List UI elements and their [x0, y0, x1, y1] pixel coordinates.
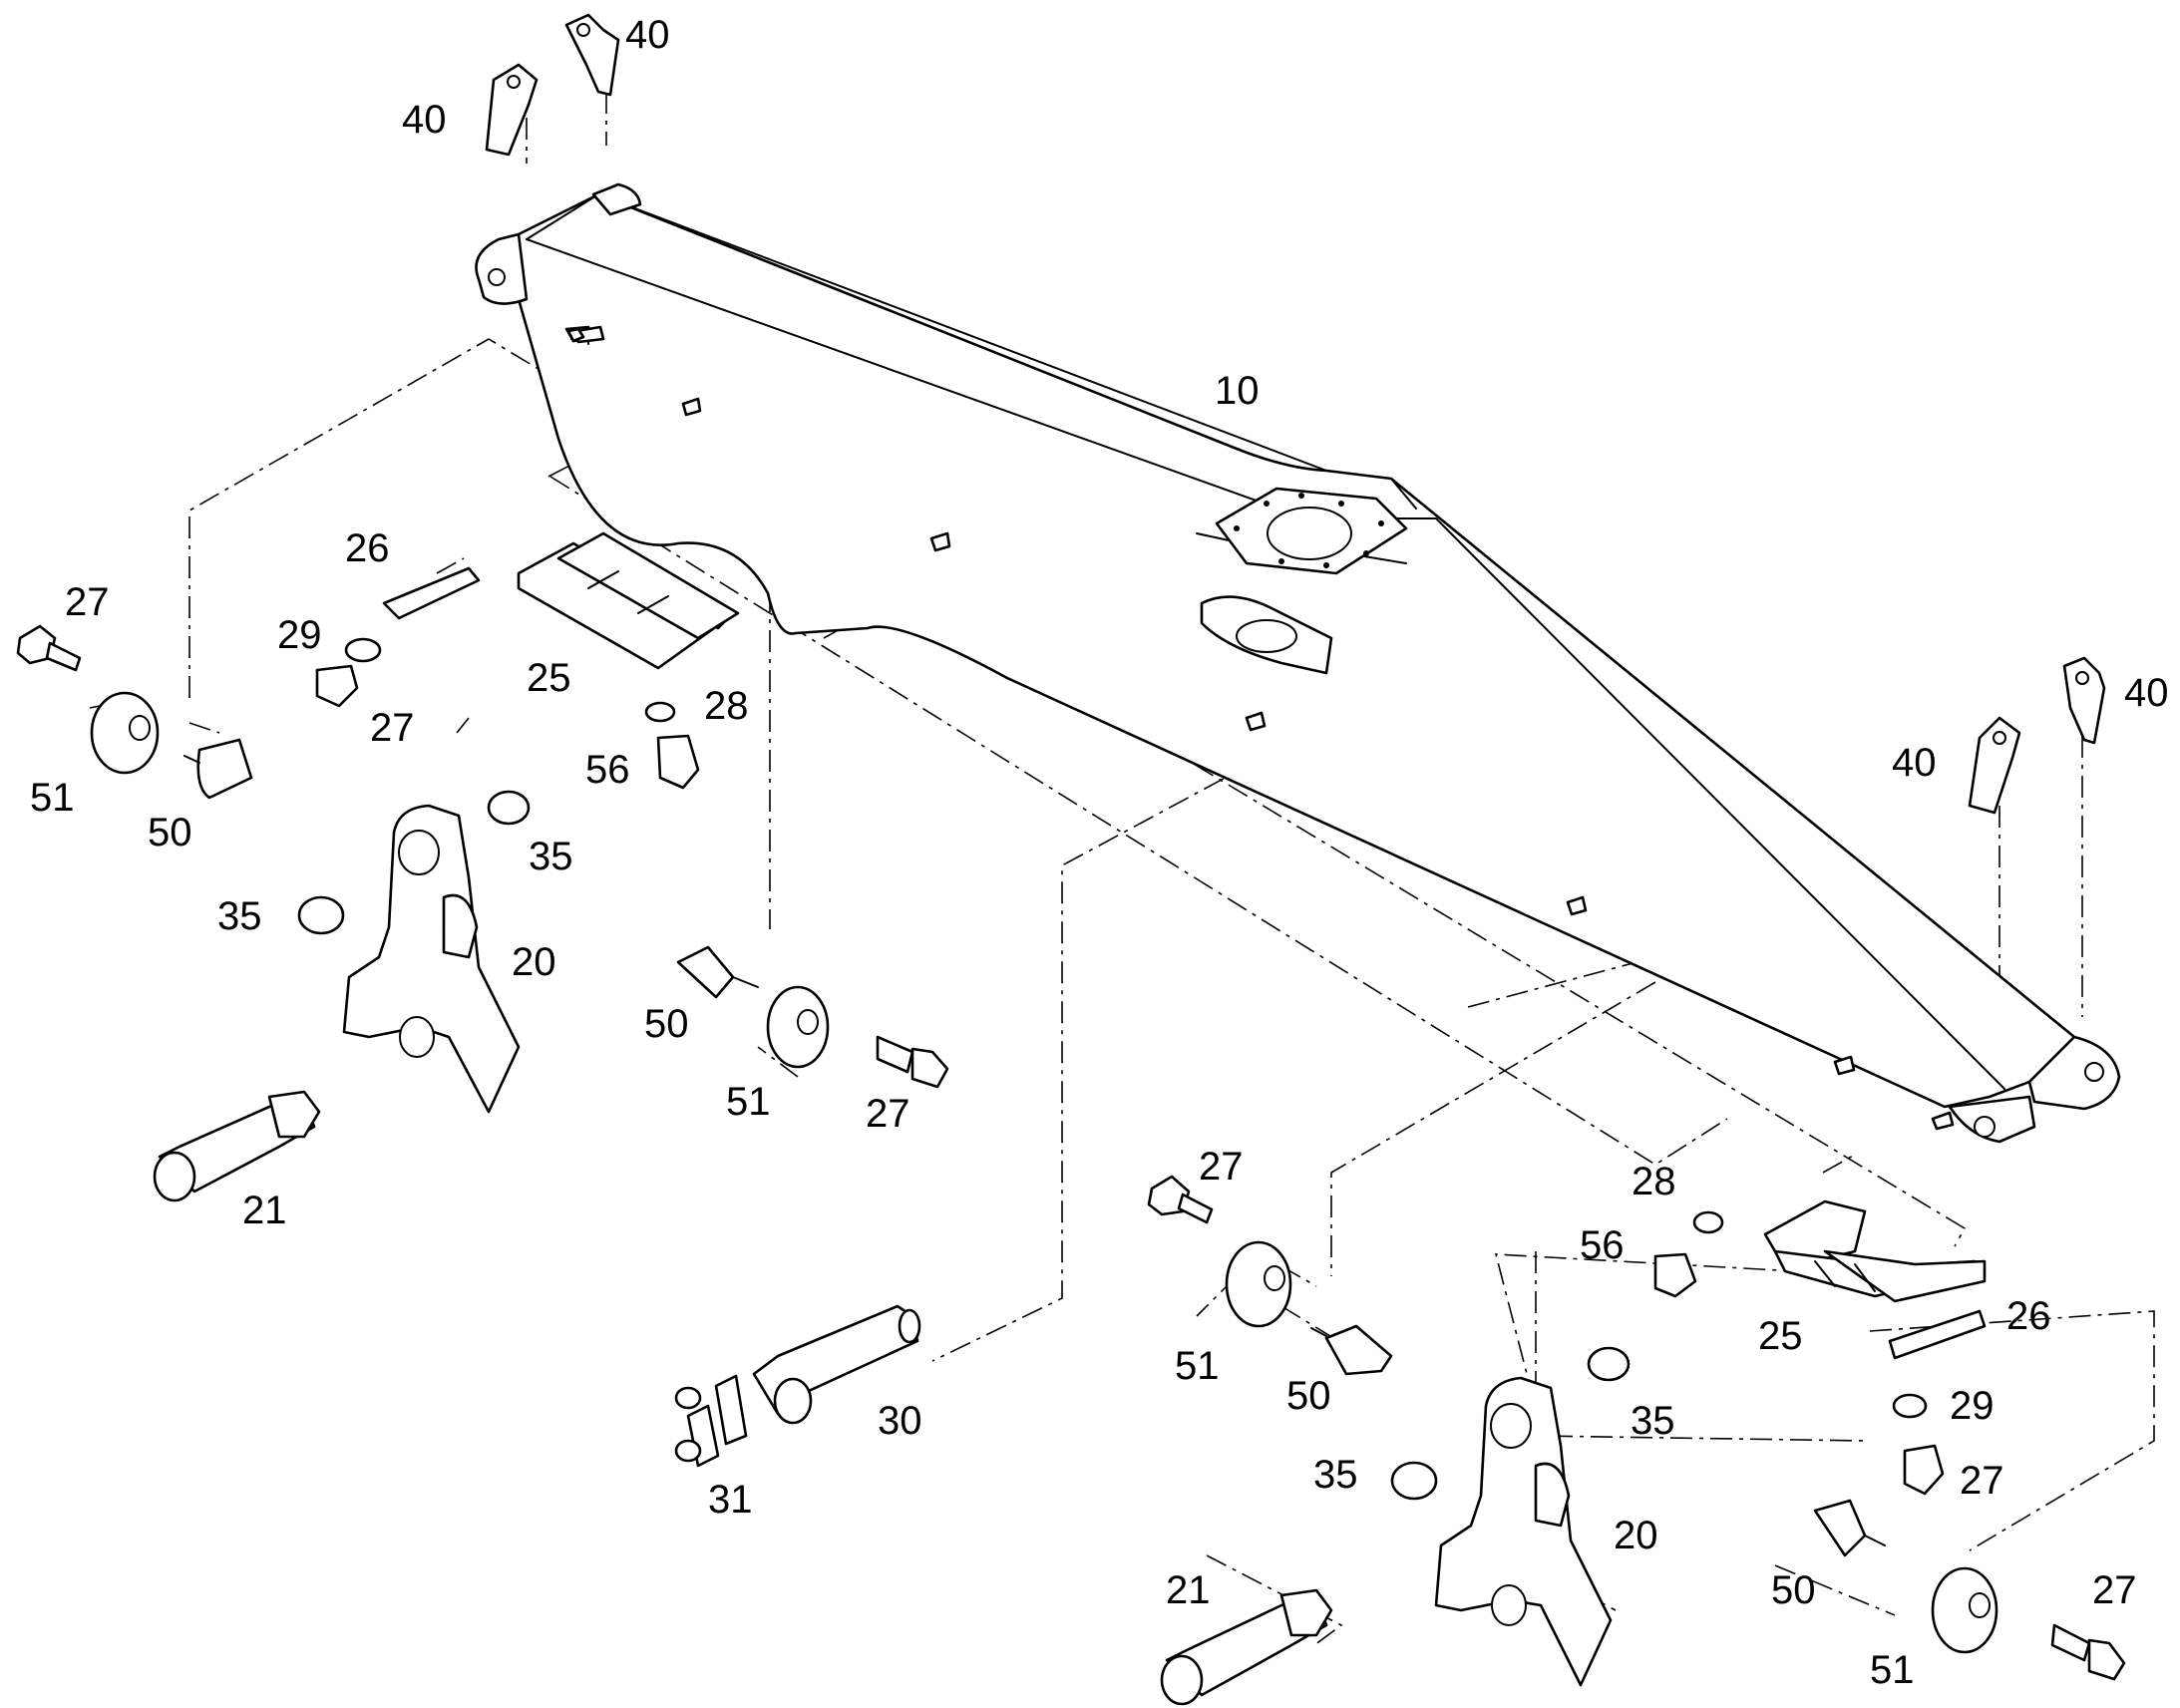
left-assembly-parts	[16, 531, 949, 1202]
callout-40: 40	[1892, 741, 1937, 785]
callout-51: 51	[726, 1080, 771, 1124]
callout-50: 50	[1771, 1568, 1816, 1612]
callout-28: 28	[1632, 1160, 1676, 1203]
callout-31: 31	[708, 1478, 753, 1522]
callout-25: 25	[1758, 1314, 1803, 1358]
callout-27: 27	[2092, 1568, 2137, 1612]
right-assembly-parts	[674, 1175, 2126, 1706]
callout-56: 56	[585, 748, 630, 792]
callout-35: 35	[217, 894, 262, 938]
callout-56: 56	[1580, 1223, 1625, 1267]
callout-29: 29	[1950, 1384, 1995, 1428]
callout-10: 10	[1215, 369, 1260, 413]
callout-20: 20	[1614, 1514, 1658, 1557]
callout-27: 27	[1199, 1145, 1244, 1189]
callout-21: 21	[242, 1189, 287, 1232]
callout-35: 35	[1313, 1453, 1358, 1497]
callout-28: 28	[704, 684, 749, 728]
callout-29: 29	[277, 613, 322, 657]
callout-40: 40	[625, 13, 670, 57]
callout-26: 26	[345, 526, 390, 570]
callout-50: 50	[1286, 1374, 1331, 1418]
callout-30: 30	[878, 1399, 922, 1443]
callout-35: 35	[529, 835, 573, 878]
callout-40: 40	[2124, 671, 2169, 715]
callout-51: 51	[1175, 1344, 1220, 1388]
callout-51: 51	[1870, 1648, 1915, 1692]
callout-27: 27	[1960, 1459, 2004, 1503]
callout-50: 50	[148, 811, 192, 854]
callout-51: 51	[30, 776, 75, 820]
callout-27: 27	[866, 1092, 910, 1136]
callout-25: 25	[527, 656, 571, 700]
callout-40: 40	[402, 98, 447, 142]
callout-20: 20	[512, 940, 556, 984]
hook-parts	[485, 13, 2106, 815]
callout-labels: 40 40 10 27 26 29 25 27 28 56 51 50 35 3…	[30, 13, 2169, 1692]
callout-26: 26	[2006, 1294, 2051, 1338]
callout-50: 50	[644, 1002, 689, 1046]
boom-arm-part	[475, 182, 2121, 1144]
callout-27: 27	[65, 580, 110, 624]
callout-35: 35	[1631, 1399, 1675, 1443]
callout-21: 21	[1166, 1568, 1211, 1612]
callout-27: 27	[370, 706, 415, 750]
